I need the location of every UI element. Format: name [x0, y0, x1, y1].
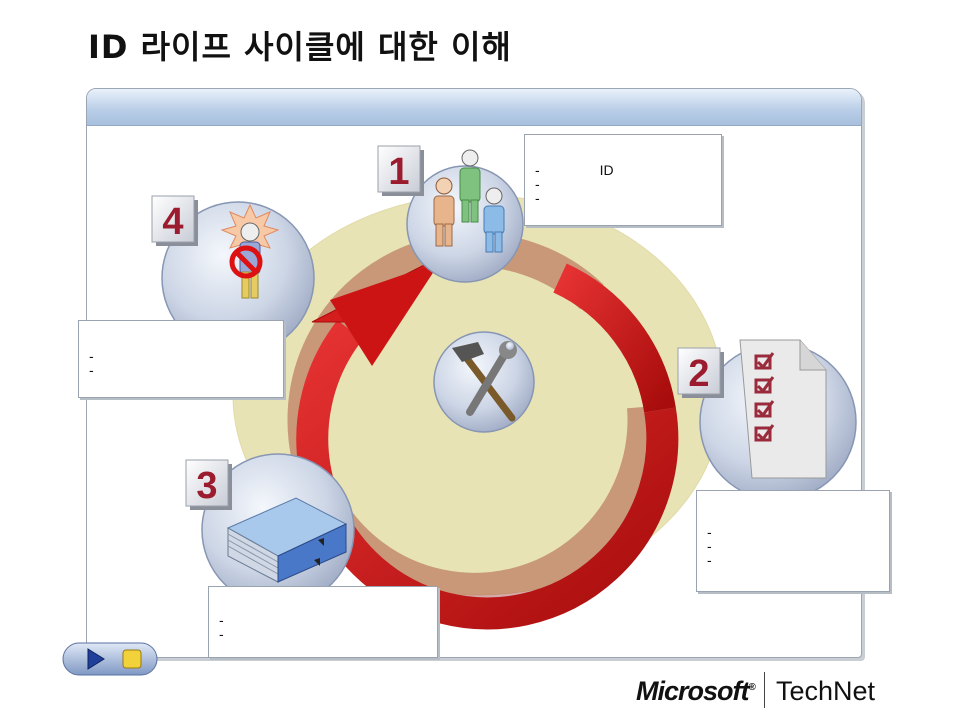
step-number-4: 4 [162, 201, 183, 243]
callout-step-4: - - [78, 320, 284, 398]
play-button[interactable] [80, 645, 110, 673]
step-badge-4: 4 [151, 195, 198, 246]
brand-microsoft: Microsoft® [636, 676, 756, 706]
blocked-user-icon [220, 203, 280, 299]
node-3 [201, 453, 355, 607]
step-badge-3: 3 [185, 459, 232, 510]
callout-3-dash-2: - [219, 626, 224, 642]
binder-icon [226, 497, 348, 583]
step-badge-2: 2 [677, 347, 724, 398]
callout-step-2: - - - [696, 490, 890, 592]
step-number-3: 3 [196, 465, 217, 507]
callout-step-3: - - [208, 586, 438, 658]
logo-divider [764, 672, 765, 708]
play-icon [87, 648, 105, 670]
node-1 [406, 149, 524, 283]
callout-3-dash-1: - [219, 612, 224, 628]
slide-nav-controls [62, 640, 158, 678]
callout-1-id-label: ID [599, 162, 614, 178]
hammer-wrench-icon [452, 341, 517, 422]
callout-4-dash-1: - [89, 348, 94, 364]
callout-1-dash-1: - [535, 162, 540, 178]
callout-2-dash-3: - [707, 552, 712, 568]
stop-button[interactable] [116, 645, 146, 673]
microsoft-technet-logo: Microsoft® TechNet [624, 668, 884, 712]
panel-header [87, 89, 861, 126]
checklist-document-icon [739, 339, 827, 479]
step-badge-1: 1 [377, 145, 424, 196]
callout-1-dash-3: - [535, 190, 540, 206]
callout-1-dash-2: - [535, 176, 540, 192]
brand-technet: TechNet [776, 676, 876, 706]
stop-icon [122, 649, 142, 669]
page-title: ID 라이프 사이클에 대한 이해 [88, 28, 512, 66]
callout-2-dash-2: - [707, 538, 712, 554]
callout-step-1: - ID - - [524, 134, 722, 226]
users-group-icon [433, 149, 505, 253]
callout-2-dash-1: - [707, 524, 712, 540]
center-node [433, 331, 535, 433]
step-number-2: 2 [688, 353, 709, 395]
node-2 [699, 339, 857, 501]
callout-4-dash-2: - [89, 362, 94, 378]
step-number-1: 1 [388, 151, 409, 193]
node-4 [161, 201, 315, 355]
